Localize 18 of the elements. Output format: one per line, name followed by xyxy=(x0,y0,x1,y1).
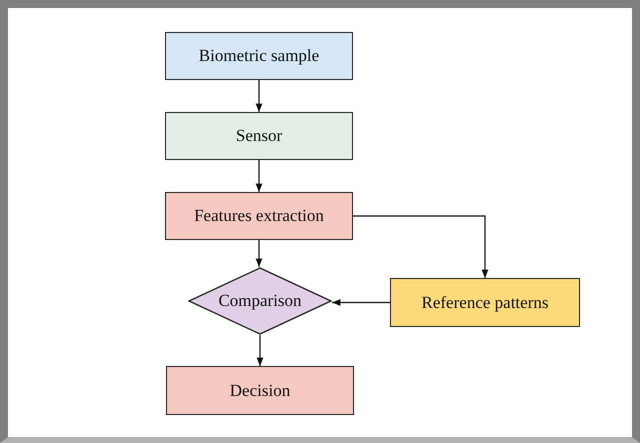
arrow xyxy=(256,335,264,366)
arrow xyxy=(256,80,262,112)
node-label: Sensor xyxy=(236,126,282,146)
process-box xyxy=(165,32,353,80)
node-label: Features extraction xyxy=(194,206,324,226)
node-label: Reference patterns xyxy=(422,292,548,312)
node-label: Biometric sample xyxy=(198,46,320,66)
process-box xyxy=(165,112,353,160)
arrow xyxy=(353,215,488,278)
arrow xyxy=(256,240,262,267)
process-box xyxy=(165,192,353,240)
arrow xyxy=(332,299,390,306)
process-box xyxy=(166,366,354,415)
decision-diamond xyxy=(188,267,332,335)
node-label: Comparison xyxy=(218,291,302,311)
process-box xyxy=(390,278,580,327)
arrow xyxy=(256,160,262,192)
node-label: Decision xyxy=(230,380,290,400)
